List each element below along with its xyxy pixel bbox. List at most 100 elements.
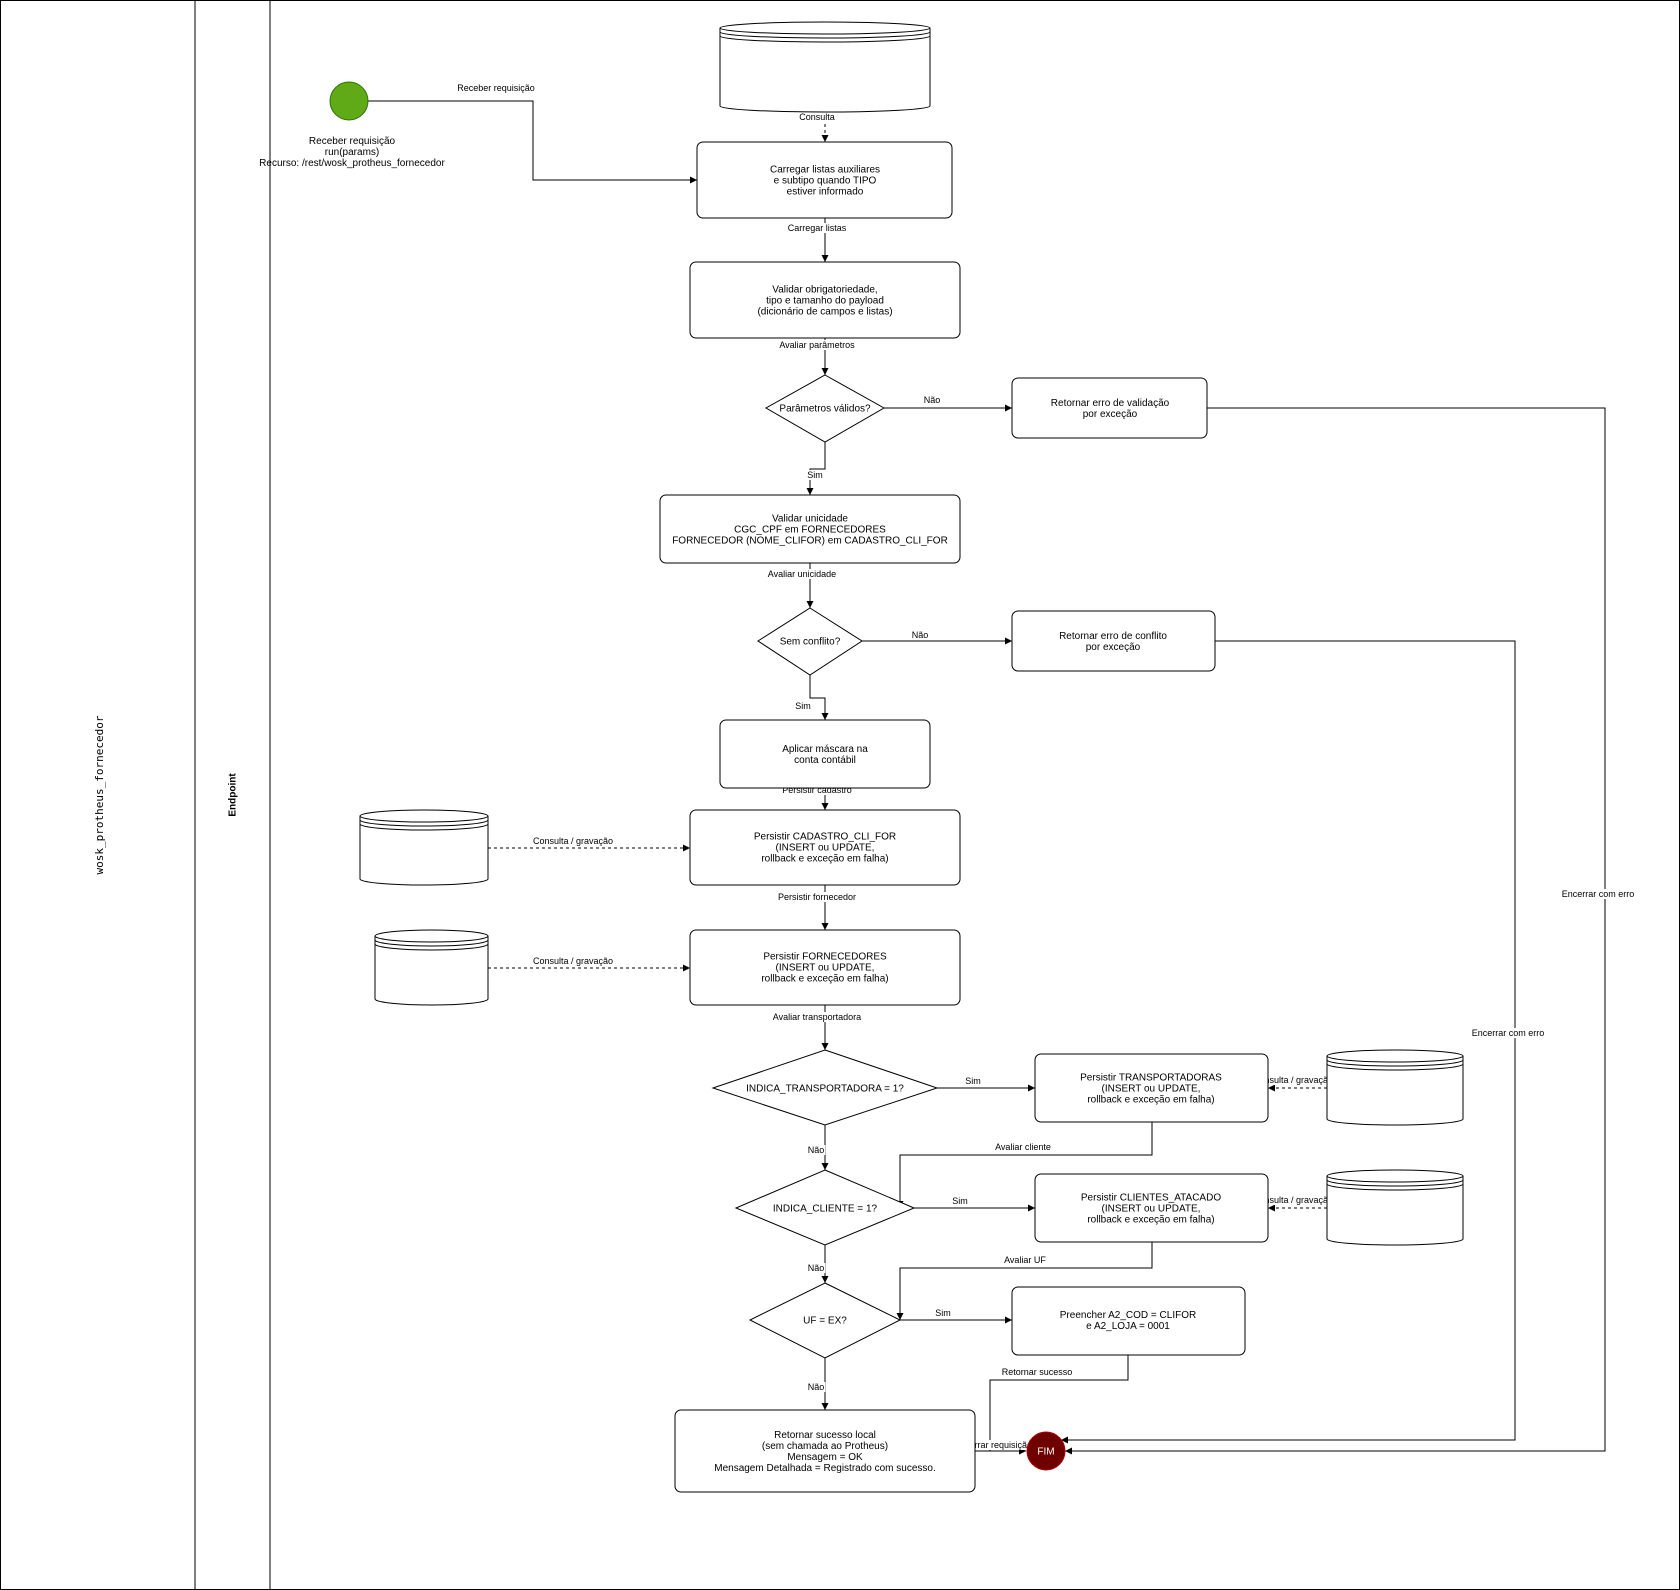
label-uf-no: Não [808, 1382, 825, 1392]
db-fornecedores[interactable] [374, 929, 489, 1006]
persist-cadastro-line: Persistir CADASTRO_CLI_FOR [754, 832, 896, 843]
edge-label-bg [806, 1145, 826, 1155]
label-clientes-to-uf: Avaliar UF [1004, 1255, 1046, 1265]
indica-cliente-line: INDICA_CLIENTE = 1? [773, 1204, 878, 1215]
label-success-to-end: Encerrar requisição [954, 1440, 1032, 1450]
edge-start-to-load [368, 100, 697, 184]
label-mask-to-persist: Persistir cadastro [782, 785, 852, 795]
edge-label-bg [922, 395, 942, 405]
process-persist-transportadoras[interactable]: Persistir TRANSPORTADORAS(INSERT ou UPDA… [1034, 1053, 1269, 1123]
local-success-line: Retornar sucesso local [774, 1430, 876, 1441]
load-lists-line: Carregar listas auxiliares [770, 165, 880, 176]
label-params-yes: Sim [807, 470, 823, 480]
edge-label-bg [798, 112, 836, 122]
end-event[interactable]: FIM [1026, 1431, 1066, 1471]
label-db-fornecedores-io: Consulta / gravação [533, 956, 613, 966]
local-success-line: Mensagem Detalhada = Registrado com suce… [714, 1463, 936, 1474]
indica-transportadora-line: INDICA_TRANSPORTADORA = 1? [746, 1084, 904, 1095]
db-ring [359, 823, 489, 831]
edge-label-bg [951, 1196, 969, 1206]
process-persist-cadastro[interactable]: Persistir CADASTRO_CLI_FOR(INSERT ou UPD… [689, 809, 961, 886]
end-circle[interactable] [1026, 1431, 1066, 1471]
db-clientes[interactable] [1326, 1169, 1464, 1246]
label-db-clientes-io: Consulta / gravação [1253, 1195, 1333, 1205]
validate-unique-line: CGC_CPF em FORNECEDORES [734, 525, 886, 536]
label-db-cadastro-io: Consulta / gravação [533, 836, 613, 846]
edge-label-bg [776, 892, 858, 902]
label-db-top-consulta: Consulta [799, 112, 835, 122]
edge-conflict-yes [809, 675, 829, 720]
validate-payload-line: Validar obrigatoriedade, [772, 285, 877, 296]
edge-label-bg [1251, 1195, 1335, 1205]
process-persist-clientes[interactable]: Persistir CLIENTES_ATACADO(INSERT ou UPD… [1034, 1173, 1269, 1243]
db-top-ellipse [374, 929, 489, 943]
edge-label-bg [1251, 1075, 1335, 1085]
uf-ex-line: UF = EX? [803, 1316, 847, 1327]
label-fornecedores-to-transp: Avaliar transportadora [773, 1012, 861, 1022]
edge-label-bg [771, 1012, 863, 1022]
edge-label-bg [910, 630, 930, 640]
edge-label-bg [806, 470, 824, 480]
edge-validation-end [1065, 407, 1606, 1455]
persist-cadastro-line: rollback e exceção em falha) [761, 854, 888, 865]
db-top-ellipse [1326, 1169, 1464, 1183]
end-line: FIM [1037, 1447, 1054, 1458]
conflict-error-line: Retornar erro de conflito [1059, 631, 1167, 642]
validate-payload-line: (dicionário de campos e listas) [757, 307, 892, 318]
persist-clientes-text: Persistir CLIENTES_ATACADO(INSERT ou UPD… [1081, 1193, 1221, 1226]
pool-title: wosk_protheus_fornecedor [93, 715, 106, 874]
persist-clientes-line: rollback e exceção em falha) [1087, 1215, 1214, 1226]
fill-a2-line: e A2_LOJA = 0001 [1086, 1321, 1170, 1332]
process-local-success[interactable]: Retornar sucesso local(sem chamada ao Pr… [674, 1409, 976, 1493]
db-ring [374, 939, 489, 947]
label-transp-no: Não [808, 1145, 825, 1155]
edge-label-bg [806, 1382, 826, 1392]
edge-label-bg [794, 701, 812, 711]
db-body [374, 936, 489, 1006]
edge-label-bg [456, 83, 536, 93]
decision-no-conflict[interactable]: Sem conflito? [757, 607, 863, 676]
label-validate-to-decision: Avaliar parâmetros [779, 340, 855, 350]
persist-transportadoras-line: rollback e exceção em falha) [1087, 1095, 1214, 1106]
process-persist-fornecedores[interactable]: Persistir FORNECEDORES(INSERT ou UPDATE,… [689, 929, 961, 1006]
start-line: Receber requisição [309, 136, 396, 147]
persist-fornecedores-text: Persistir FORNECEDORES(INSERT ou UPDATE,… [761, 952, 888, 985]
db-body [359, 816, 489, 886]
label-load-to-validate: Carregar listas [788, 223, 847, 233]
db-ring [359, 819, 489, 827]
db-body [1326, 1176, 1464, 1246]
decision-indica-transportadora[interactable]: INDICA_TRANSPORTADORA = 1? [711, 1049, 939, 1126]
label-unique-to-decision: Avaliar unicidade [768, 569, 836, 579]
edge-params-yes [806, 442, 826, 495]
db-ring [1326, 1179, 1464, 1187]
no-conflict-line: Sem conflito? [780, 637, 841, 648]
decision-params-valid[interactable]: Parâmetros válidos? [764, 374, 886, 443]
decision-indica-cliente[interactable]: INDICA_CLIENTE = 1? [734, 1169, 916, 1246]
label-validation-end: Encerrar com erro [1562, 889, 1635, 899]
local-success-text: Retornar sucesso local(sem chamada ao Pr… [714, 1430, 936, 1474]
decision-uf-ex[interactable]: UF = EX? [748, 1282, 902, 1359]
db-cadastro[interactable] [359, 809, 489, 886]
indica-cliente-text: INDICA_CLIENTE = 1? [773, 1204, 878, 1215]
db-top[interactable] [719, 21, 931, 113]
process-validate-payload[interactable]: Validar obrigatoriedade,tipo e tamanho d… [689, 261, 961, 339]
start-line: Recurso: /rest/wosk_protheus_fornecedor [259, 158, 445, 169]
edge-label-bg [786, 223, 848, 233]
start-circle[interactable] [329, 81, 369, 121]
db-transportadoras[interactable] [1326, 1049, 1464, 1126]
label-conflict-no: Não [912, 630, 929, 640]
db-top-ellipse [359, 809, 489, 823]
apply-mask-line: conta contábil [794, 755, 856, 766]
load-lists-line: estiver informado [787, 187, 864, 198]
persist-fornecedores-line: Persistir FORNECEDORES [763, 952, 887, 963]
